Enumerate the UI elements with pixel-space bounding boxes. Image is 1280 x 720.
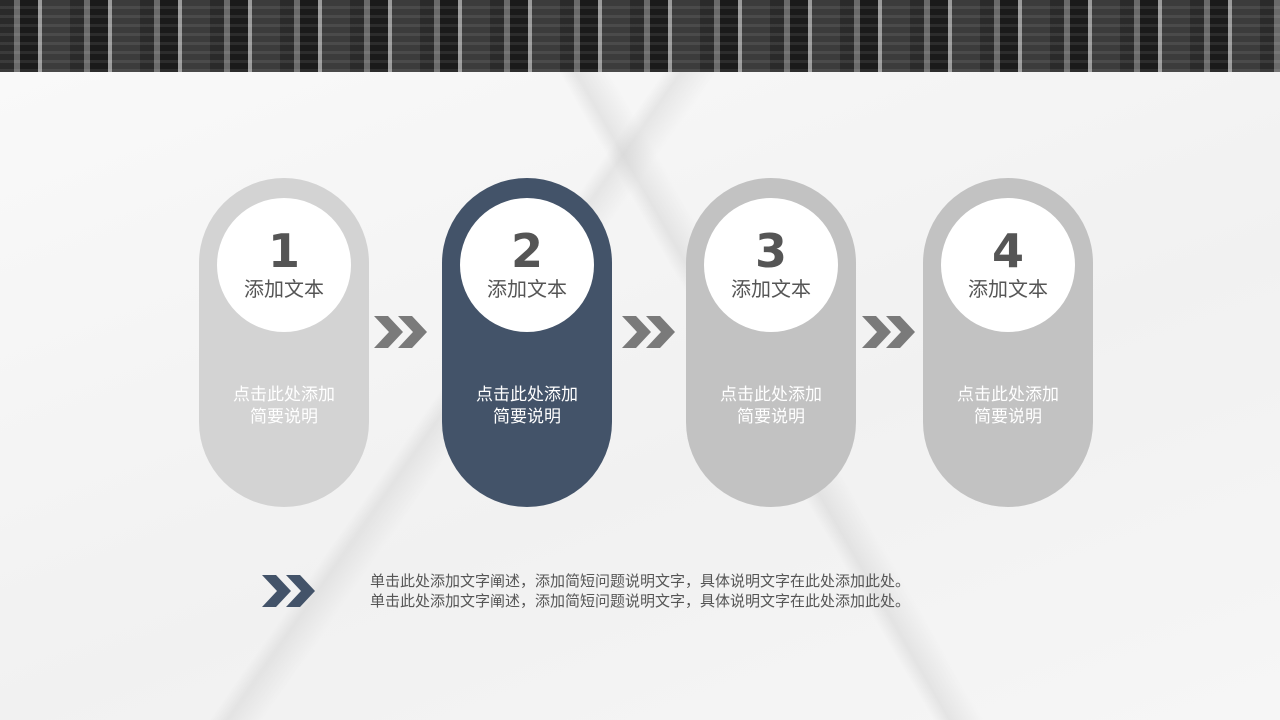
chevron-right-icon [862, 316, 915, 348]
chevron-right-icon [622, 316, 675, 348]
step-desc-line: 简要说明 [250, 407, 318, 427]
step-circle: 4 添加文本 [941, 198, 1075, 332]
step-card-4: 4 添加文本 点击此处添加 简要说明 [923, 178, 1093, 507]
step-title: 添加文本 [244, 277, 324, 301]
step-card-1: 1 添加文本 点击此处添加 简要说明 [199, 178, 369, 507]
step-card-2: 2 添加文本 点击此处添加 简要说明 [442, 178, 612, 507]
footer-line: 单击此处添加文字阐述，添加简短问题说明文字，具体说明文字在此处添加此处。 [370, 592, 911, 610]
step-card-3: 3 添加文本 点击此处添加 简要说明 [686, 178, 856, 507]
footer-line: 单击此处添加文字阐述，添加简短问题说明文字，具体说明文字在此处添加此处。 [370, 572, 911, 590]
chevron-right-icon [262, 575, 315, 607]
step-desc-line: 点击此处添加 [233, 385, 335, 405]
step-circle: 1 添加文本 [217, 198, 351, 332]
step-number: 3 [754, 224, 787, 278]
step-desc-line: 简要说明 [974, 407, 1042, 427]
chevron-right-icon [374, 316, 427, 348]
step-title: 添加文本 [731, 277, 811, 301]
step-desc-line: 点击此处添加 [720, 385, 822, 405]
step-desc-line: 简要说明 [737, 407, 805, 427]
step-number: 2 [510, 224, 543, 278]
step-circle: 2 添加文本 [460, 198, 594, 332]
step-desc-line: 简要说明 [493, 407, 561, 427]
step-description: 点击此处添加 简要说明 [923, 384, 1093, 428]
step-title: 添加文本 [487, 277, 567, 301]
step-description: 点击此处添加 简要说明 [686, 384, 856, 428]
step-desc-line: 点击此处添加 [476, 385, 578, 405]
step-number: 1 [267, 224, 300, 278]
step-circle: 3 添加文本 [704, 198, 838, 332]
step-description: 点击此处添加 简要说明 [199, 384, 369, 428]
step-title: 添加文本 [968, 277, 1048, 301]
city-header-image [0, 0, 1280, 72]
step-description: 点击此处添加 简要说明 [442, 384, 612, 428]
step-number: 4 [991, 224, 1024, 278]
step-desc-line: 点击此处添加 [957, 385, 1059, 405]
footer-text: 单击此处添加文字阐述，添加简短问题说明文字，具体说明文字在此处添加此处。 单击此… [370, 571, 910, 611]
